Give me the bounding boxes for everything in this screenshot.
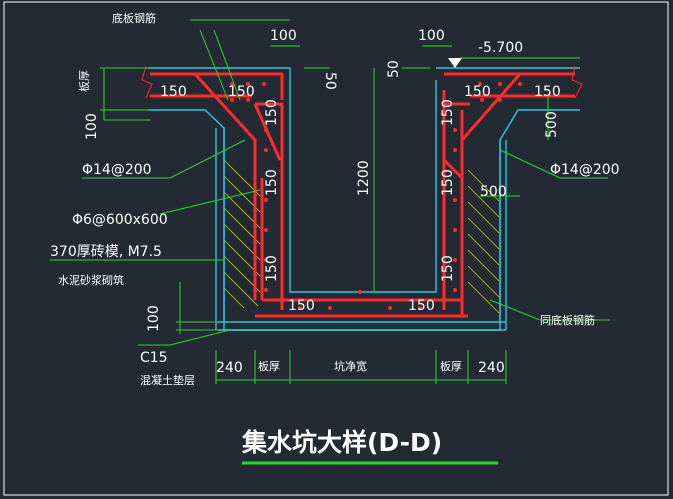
label-mortar: 水泥砂浆砌筑 bbox=[58, 273, 124, 287]
dim-150: 150 bbox=[160, 84, 187, 100]
label-brick-wall: 370厚砖模, M7.5 bbox=[50, 244, 162, 260]
dim-50-left: 50 bbox=[322, 72, 338, 90]
label-wall-thk-right: 板厚 bbox=[440, 359, 462, 373]
concrete-outline bbox=[148, 67, 580, 331]
dim-150: 150 bbox=[264, 255, 280, 282]
dim-150: 150 bbox=[228, 84, 255, 100]
label-bottom-rebar: 底板钢筋 bbox=[112, 11, 156, 25]
label-cushion-grade: C15 bbox=[140, 350, 168, 366]
dim-240-right: 240 bbox=[478, 360, 505, 376]
dim-50-right: 50 bbox=[386, 60, 402, 78]
label-same-bottom-rebar: 同底板钢筋 bbox=[540, 313, 595, 327]
dim-150: 150 bbox=[440, 99, 456, 126]
break-marks bbox=[141, 65, 583, 99]
dim-150: 150 bbox=[408, 298, 435, 314]
dim-150: 150 bbox=[264, 169, 280, 196]
dim-150: 150 bbox=[440, 255, 456, 282]
dim-100-right: 100 bbox=[418, 28, 445, 44]
label-cushion: 混凝土垫层 bbox=[140, 373, 195, 387]
drawing-frame bbox=[3, 1, 669, 496]
dim-150: 150 bbox=[264, 99, 280, 126]
dim-240-left: 240 bbox=[216, 360, 243, 376]
label-stirrup: Φ6@600x600 bbox=[72, 212, 168, 228]
rebar-cage bbox=[150, 72, 575, 318]
dim-150: 150 bbox=[440, 169, 456, 196]
dim-100-lower: 100 bbox=[146, 305, 162, 332]
dim-100-side: 100 bbox=[84, 113, 100, 140]
dim-500-right: 500 bbox=[544, 111, 560, 138]
drawing-title: 集水坑大样(D-D) bbox=[241, 428, 442, 457]
label-rebar-right: Φ14@200 bbox=[550, 162, 620, 178]
label-slab-thk: 板厚 bbox=[77, 70, 91, 92]
level-marker-icon bbox=[448, 58, 462, 68]
label-pit-width: 坑净宽 bbox=[334, 359, 367, 373]
dim-150: 150 bbox=[288, 298, 315, 314]
dim-500-mid: 500 bbox=[480, 184, 507, 200]
label-level: -5.700 bbox=[478, 40, 523, 56]
dimension-lines bbox=[50, 19, 610, 384]
dim-100-left: 100 bbox=[270, 28, 297, 44]
rebar-dots bbox=[230, 82, 522, 310]
dim-1200: 1200 bbox=[356, 160, 372, 196]
dim-150: 150 bbox=[534, 84, 561, 100]
dim-150: 150 bbox=[464, 84, 491, 100]
label-wall-thk-left: 板厚 bbox=[258, 359, 280, 373]
label-rebar-left: Φ14@200 bbox=[82, 162, 152, 178]
